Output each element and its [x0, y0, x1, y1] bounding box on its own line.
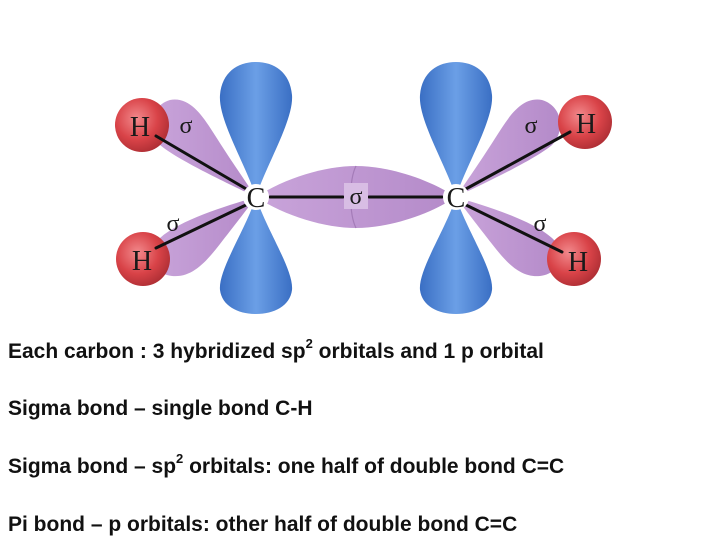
hydrogen-label-top-right: H: [576, 109, 596, 140]
carbon-atom-left: C: [247, 183, 266, 214]
carbon-halo-right: [443, 184, 469, 210]
center-sigma-halo: [344, 183, 368, 209]
hydrogen-label-top-left: H: [130, 112, 150, 143]
sp2-orbital-top-right: [456, 99, 561, 197]
text-line-carbon-hybridization: Each carbon : 3 hybridized sp2 orbitals …: [8, 336, 544, 363]
hydrogen-atom-bottom-left: [116, 232, 170, 286]
sigma-label-top-right: σ: [525, 113, 538, 139]
right-p-orbital-upper-lobe: [419, 62, 493, 197]
sp2-orbital-bottom-left: [151, 197, 256, 277]
sigma-label-bottom-right: σ: [534, 211, 547, 237]
sp2-orbital-bottom-right: [456, 197, 561, 277]
sigma-label-top-left: σ: [180, 113, 193, 139]
hydrogen-atom-top-right: [558, 95, 612, 149]
text-line-pi-bond: Pi bond – p orbitals: other half of doub…: [8, 513, 518, 536]
bond-c-h-bottom-left: [154, 202, 250, 250]
hydrogen-atom-bottom-right: [547, 232, 601, 286]
carbon-halo-left: [243, 184, 269, 210]
bond-c-h-bottom-right: [462, 202, 564, 254]
text-line-sigma-double-bond: Sigma bond – sp2 orbitals: one half of d…: [8, 451, 565, 478]
left-p-orbital: [219, 62, 293, 314]
left-p-orbital-lower-lobe: [219, 197, 293, 314]
carbon-atom-right: C: [447, 183, 466, 214]
left-p-orbital-upper-lobe: [219, 62, 293, 197]
hydrogen-label-bottom-right: H: [568, 247, 588, 278]
right-p-orbital: [419, 62, 493, 314]
sp2-orbital-top-left: [151, 99, 256, 197]
bond-c-h-top-right: [462, 130, 572, 192]
hydrogen-atom-top-left: [115, 98, 169, 152]
text-line-sigma-single-bond: Sigma bond – single bond C-H: [8, 397, 313, 420]
sigma-label-center: σ: [350, 184, 363, 210]
hydrogen-label-bottom-left: H: [132, 246, 152, 277]
right-p-orbital-lower-lobe: [419, 197, 493, 314]
sigma-label-bottom-left: σ: [167, 211, 180, 237]
bond-lines: [154, 130, 572, 254]
bond-c-h-top-left: [154, 134, 250, 192]
ethylene-orbital-diagram: C C H H H H σ σ σ σ σ: [115, 62, 612, 314]
